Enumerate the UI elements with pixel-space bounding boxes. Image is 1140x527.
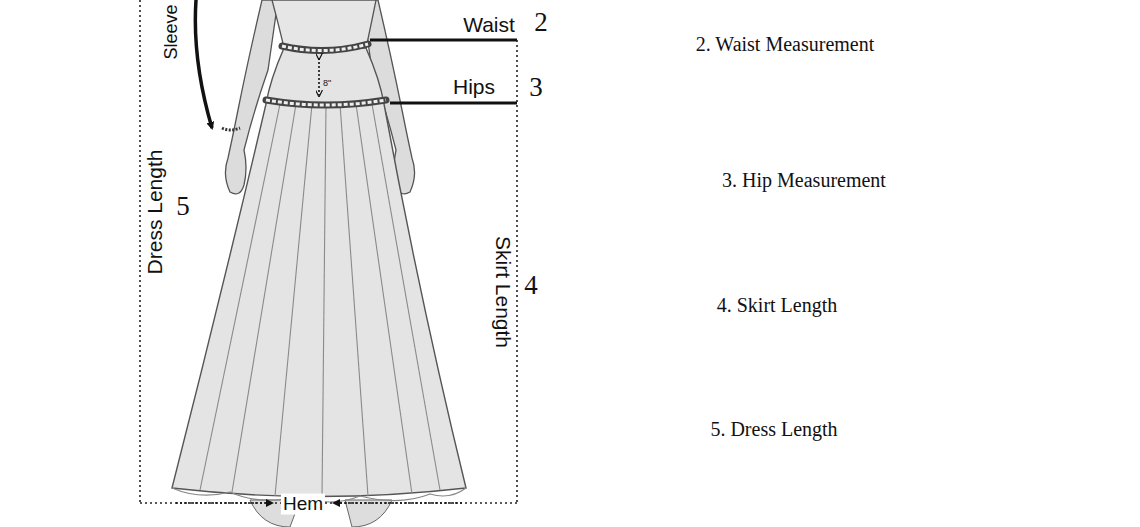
callout-number: 3 [529,73,543,103]
measure-name: Hips [453,75,495,98]
callout-number: 4 [524,271,538,301]
callout-number: 5 [176,192,190,222]
dimension-label: 8" [323,79,331,89]
callout-number: 2 [534,8,548,38]
measure-name: Sleeve [162,4,182,59]
measure-name: Waist [463,13,515,36]
measurement-item: 3. Hip Measurement [722,169,886,191]
measurement-item: 4. Skirt Length [717,294,838,316]
measurement-item: 2. Waist Measurement [696,33,875,55]
measure-name: Hem [281,494,325,515]
measure-name: Skirt Length [491,234,514,350]
measurement-item: 5. Dress Length [710,418,837,440]
measure-name: Dress Length [143,150,166,275]
